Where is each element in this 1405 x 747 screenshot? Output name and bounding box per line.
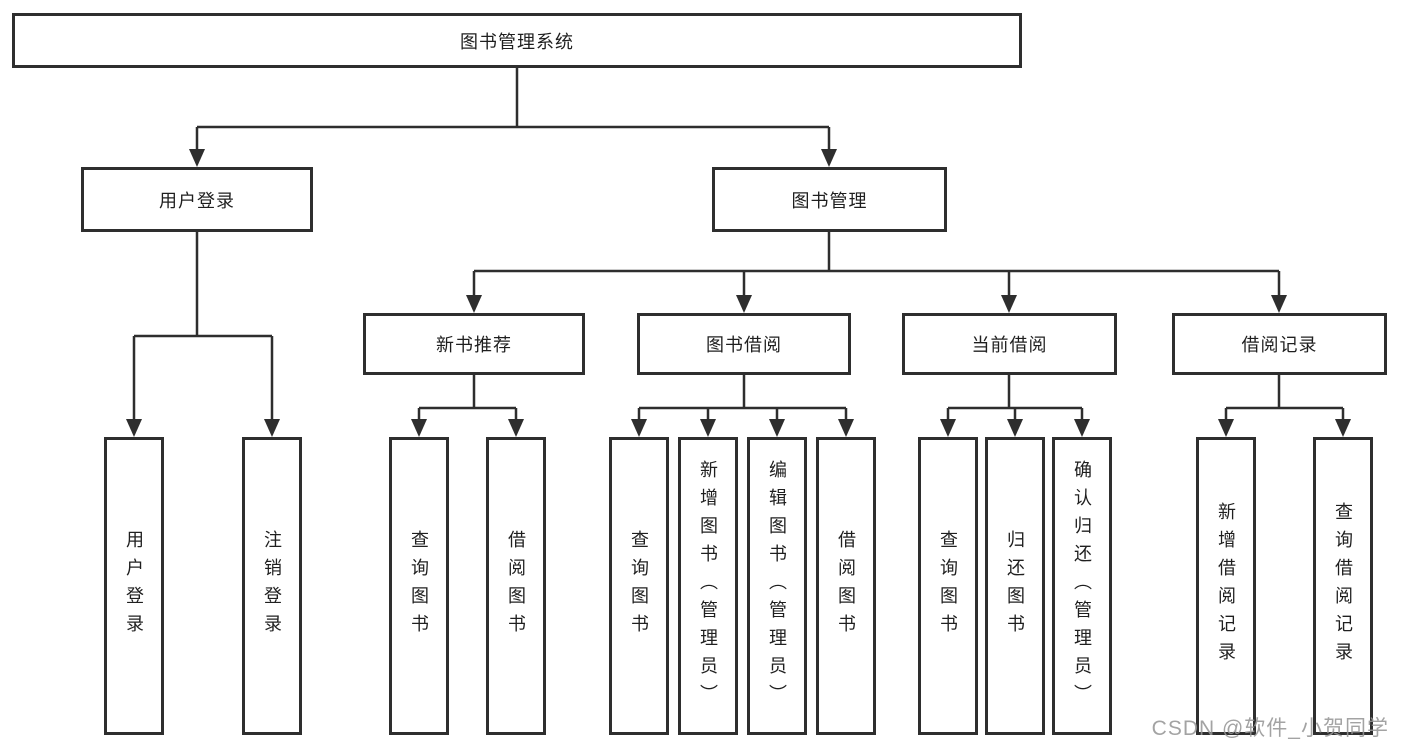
leaf-label: 用户登录 (124, 530, 144, 642)
node-book-borrowing: 图书借阅 (637, 313, 851, 375)
leaf-label: 查询图书 (409, 530, 429, 642)
leaf-label: 确认归还（管理员） (1072, 460, 1092, 712)
leaf-return-book: 归还图书 (985, 437, 1045, 735)
leaf-label: 借阅图书 (836, 530, 856, 642)
leaf-add-book-admin: 新增图书（管理员） (678, 437, 738, 735)
leaf-add-borrow-record: 新增借阅记录 (1196, 437, 1256, 735)
leaf-confirm-return-admin: 确认归还（管理员） (1052, 437, 1112, 735)
node-new-book-recommendation: 新书推荐 (363, 313, 585, 375)
node-library-management-system: 图书管理系统 (12, 13, 1022, 68)
node-user-login: 用户登录 (81, 167, 313, 232)
leaf-label: 查询图书 (629, 530, 649, 642)
leaf-query-books-borrowing: 查询图书 (609, 437, 669, 735)
node-label: 图书借阅 (706, 335, 782, 355)
leaf-query-books-recommend: 查询图书 (389, 437, 449, 735)
node-label: 图书管理 (791, 190, 868, 211)
leaf-label: 注销登录 (262, 530, 282, 642)
leaf-label: 新增借阅记录 (1216, 502, 1236, 670)
leaf-query-borrow-record: 查询借阅记录 (1313, 437, 1373, 735)
csdn-watermark: CSDN @软件_小贺同学 (1151, 717, 1389, 740)
leaf-label: 新增图书（管理员） (698, 460, 718, 712)
leaf-label: 借阅图书 (506, 530, 526, 642)
leaf-label: 查询图书 (938, 530, 958, 642)
leaf-logout: 注销登录 (242, 437, 302, 735)
node-label: 新书推荐 (436, 335, 512, 355)
node-current-borrowing: 当前借阅 (902, 313, 1117, 375)
node-label: 当前借阅 (971, 335, 1048, 355)
leaf-label: 编辑图书（管理员） (767, 460, 787, 712)
node-label: 用户登录 (159, 190, 235, 211)
leaf-edit-book-admin: 编辑图书（管理员） (747, 437, 807, 735)
leaf-query-books-current: 查询图书 (918, 437, 978, 735)
leaf-borrow-books: 借阅图书 (816, 437, 876, 735)
leaf-label: 查询借阅记录 (1333, 502, 1353, 670)
node-label: 借阅记录 (1241, 335, 1318, 355)
leaf-label: 归还图书 (1005, 530, 1025, 642)
node-borrowing-records: 借阅记录 (1172, 313, 1387, 375)
leaf-borrow-books-recommend: 借阅图书 (486, 437, 546, 735)
leaf-user-login: 用户登录 (104, 437, 164, 735)
node-label: 图书管理系统 (460, 31, 574, 52)
node-book-management: 图书管理 (712, 167, 947, 232)
